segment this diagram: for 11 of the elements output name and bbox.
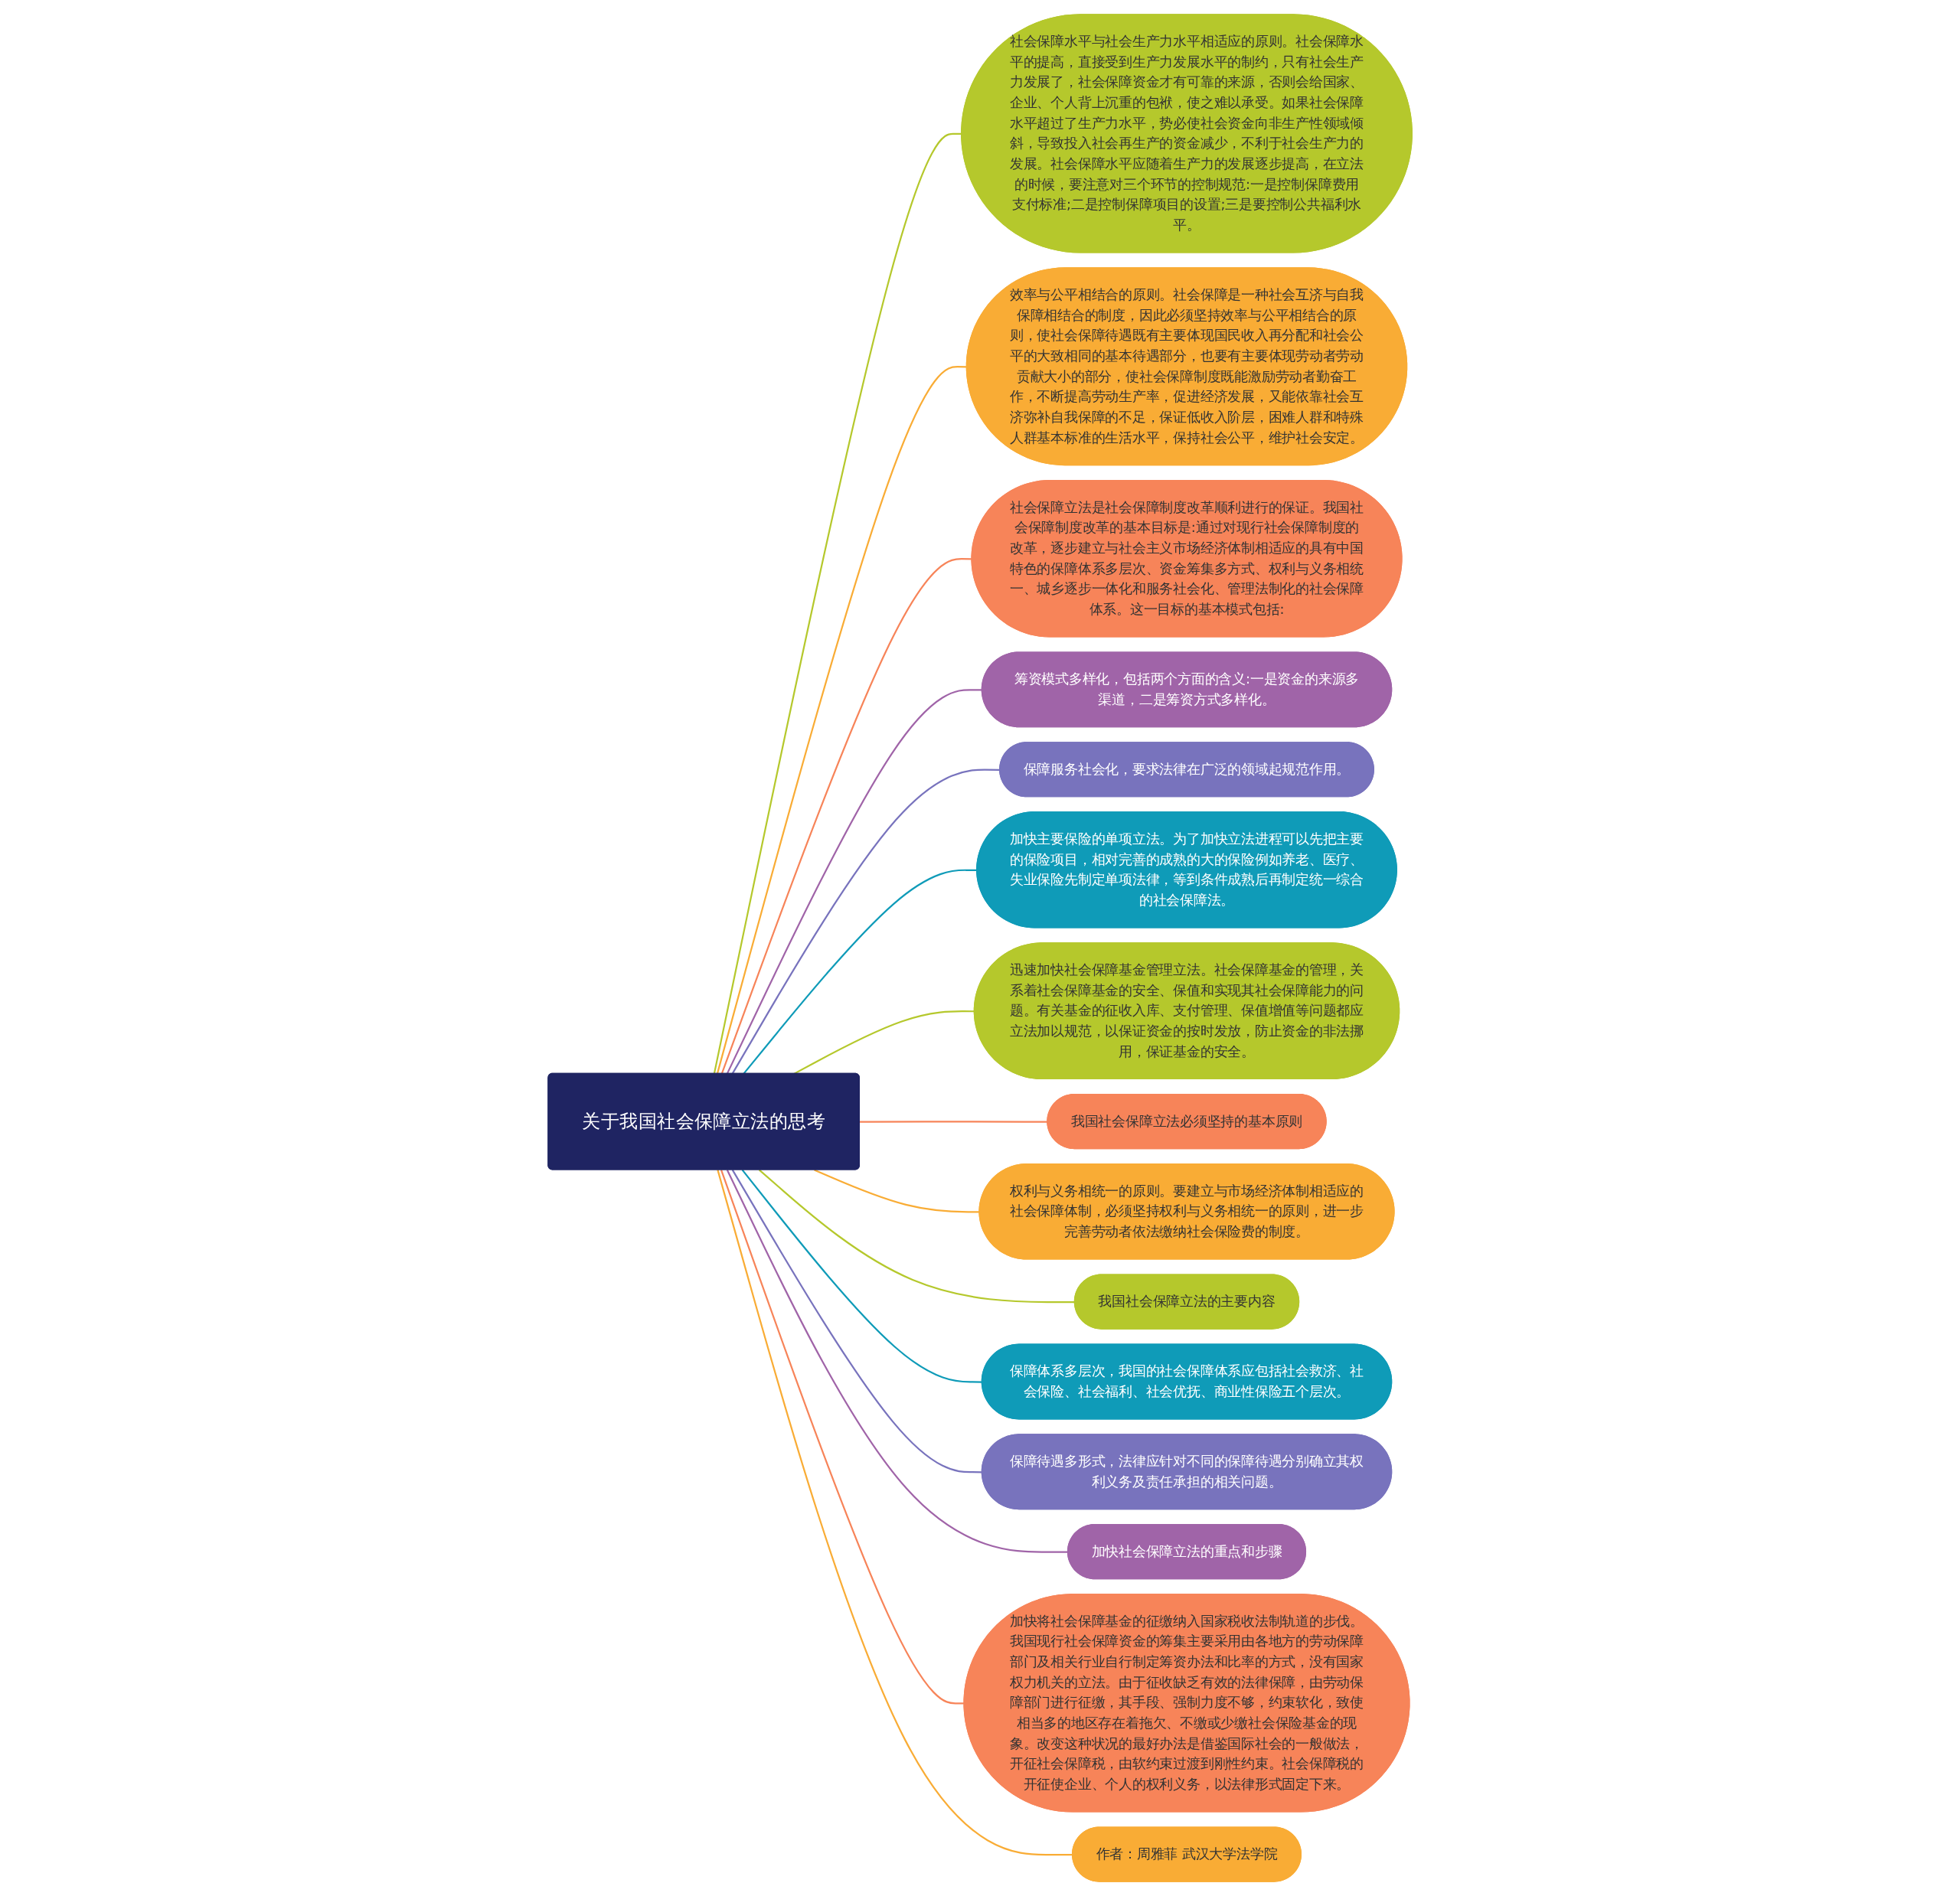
connector: [726, 1169, 1068, 1553]
connector: [731, 1169, 982, 1473]
mind-map: 关于我国社会保障立法的思考 社会保障水平与社会生产力水平相适应的原则。社会保障水平的提高，直接受到生产力发展水平的制约，只有社会生产力发展了，社会保障资金才有可靠的来源，否则会给国家、企业、个人背上沉重的包袱，使之难以承受。如果社会保障水平超过了生产力水平，势必使社会资金向非生产性领域倾斜，导致投入社会再生产的资金减少，不利于社会生产力的发展。社会保障水平应随着生产力的发展逐步提高，在立法的时候，要注意对三个环节的控制规范:一是控制保障费用支付标准;二是控制保障项目的设置;三是要控制公共福利水平。 效率与公平相结合的原则。社会保障是一种社会互济与自我保障相结合的制度，因此必须坚持效率与公平相结合的原则，使社会保障待遇既有主要体现国民收入再分配和社会公平的大致相同的基本待遇部分，也要有主要体现劳动者劳动贡献大小的部分，使社会保障制度既能激励劳动者勤奋工作，不断提高劳动生产率，促进经济发展，又能依靠社会互济弥补自我保障的不足，保证低收入阶层，困难人群和特殊人群基本标准的生活水平，保持社会公平，维护社会安定。 社会保障立法是社会保障制度改革顺利进行的保证。我国社会保障制度改革的基本目标是:通过对现行社会保障制度的改革，逐步建立与社会主义市场经济体制相适应的具有中国特色的保障体系多层次、资金筹集多方式、权利与义务相统一、城乡逐步一体化和服务社会化、管理法制化的社会保障体系。这一目标的基本模式包括: 筹资模式多样化，包括两个方面的含义:一是资金的来源多渠道，二是筹资方式多样化。 保障服务社会化，要求法律在广泛的领域起规范作用。 加快主要保险的单项立法。为了加快立法进程可以先把主要的保险项目，相对完善的成熟的大的保险例如养老、医疗、失业保险先制定单项法律，等到条件成熟后再制定统一综合的社会保障法。 迅速加快社会保障基金管理立法。社会保障基金的管理，关系着社会保障基金的安全、保值和实现其社会保障能力的问题。有关基金的征收入库、支付管理、保值增值等问题都应立法加以规范，以保证资金的按时发放，防止资金的非法挪用，保证基金的安全。 我国社会保障立法必须坚持的基本原则 权利与义务相统一的原则。要建立与市场经济体制相适应的社会保障体制，必须坚持权利与义务相统一的原则，进一步完善劳动者依法缴纳社会保险费的制度。 我国社会保障立法的主要内容 保障体系多层次，我国的社会保障体系应包括社会救济、社会保险、社会福利、社会优抚、商业性保险五个层次。 保障待遇多形式，法律应针对不同的保障待遇分别确立其权利义务及责任承担的相关问题。 加快社会保障立法的重点和步骤 加快将社会保障基金的征缴纳入国家税收法制轨道的步伐。我国现行社会保障资金的筹集主要采用由各地方的劳动保障部门及相关行业自行制定筹资办法和比率的方式，没有国家权力机关的立法。由于征收缺乏有效的法律保障，由劳动保障部门进行征缴，其手段、强制力度不够，约束软化，致使相当多的地区存在着拖欠、不缴或少缴社会保险基金的现象。改变这种状况的最好办法是借鉴国际社会的一般做法，开征社会保障税，由软约束过渡到刚性约束。社会保障税的开征使企业、个人的权利义务，以法律形式固定下来。 作者：周雅菲 武汉大学法学院: [541, 8, 1419, 1888]
connector: [793, 1010, 975, 1075]
connector: [859, 1121, 1048, 1123]
connector: [814, 1169, 980, 1213]
connector: [758, 1169, 1075, 1304]
connector: [716, 366, 967, 1075]
connector: [726, 689, 982, 1075]
connector: [741, 1169, 982, 1383]
connector: [717, 1170, 1073, 1856]
